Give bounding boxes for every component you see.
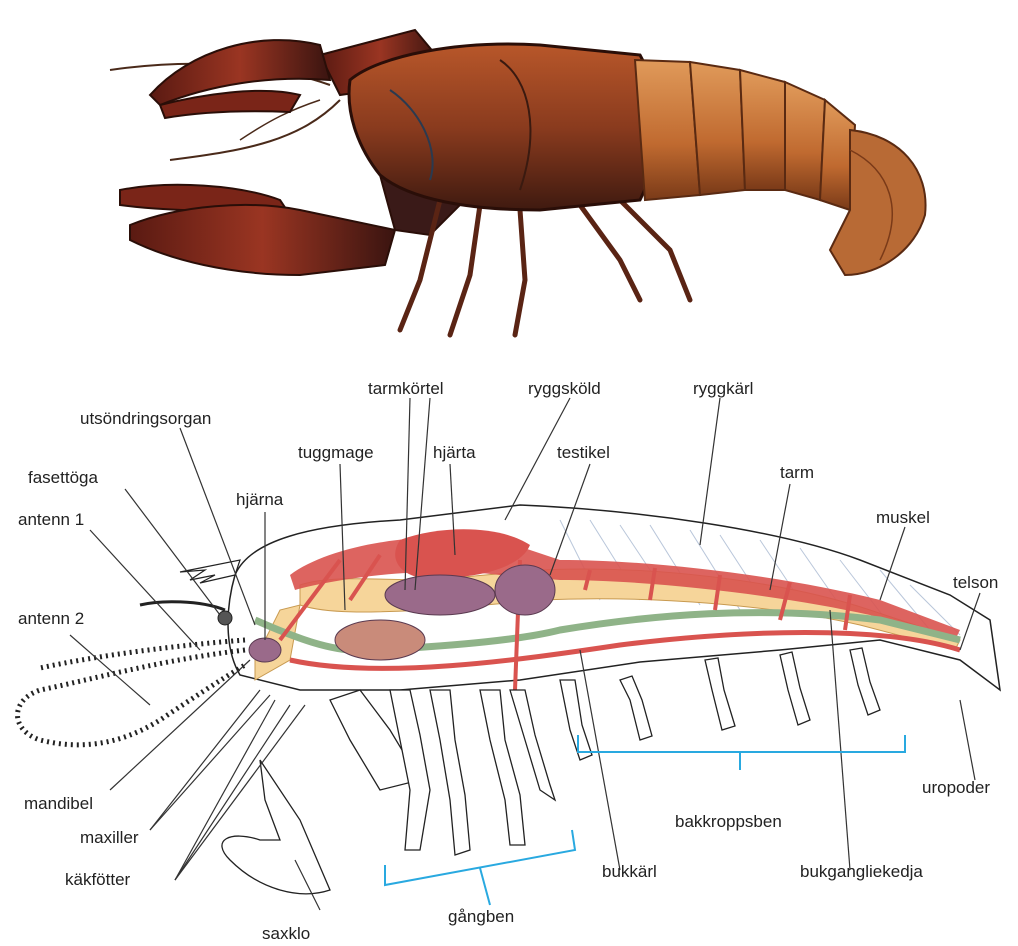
label-utsondringsorgan: utsöndringsorgan [80,409,211,429]
label-kakfotter: käkfötter [65,870,130,890]
label-fasettoga: fasettöga [28,468,98,488]
label-saxklo: saxklo [262,924,310,944]
antenna-2-drawing [18,650,246,745]
label-antenn2: antenn 2 [18,609,84,629]
label-bukkarl: bukkärl [602,862,657,882]
label-gangben: gångben [448,907,514,927]
eye [218,611,232,625]
label-uropoder: uropoder [922,778,990,798]
label-testikel: testikel [557,443,610,463]
label-tuggmage: tuggmage [298,443,374,463]
big-claw-drawing [222,760,330,894]
label-telson: telson [953,573,998,593]
label-tarm: tarm [780,463,814,483]
label-ryggkarl: ryggkärl [693,379,753,399]
bakkroppsben-bracket [578,735,905,770]
label-mandibel: mandibel [24,794,93,814]
label-hjarta: hjärta [433,443,476,463]
label-ryggskold: ryggsköld [528,379,601,399]
label-hjarna: hjärna [236,490,283,510]
label-muskel: muskel [876,508,930,528]
label-bakkroppsben: bakkroppsben [675,812,782,832]
label-tarmkortel: tarmkörtel [368,379,444,399]
label-maxiller: maxiller [80,828,139,848]
label-antenn1: antenn 1 [18,510,84,530]
label-bukgangliekedja: bukgangliekedja [800,862,923,882]
